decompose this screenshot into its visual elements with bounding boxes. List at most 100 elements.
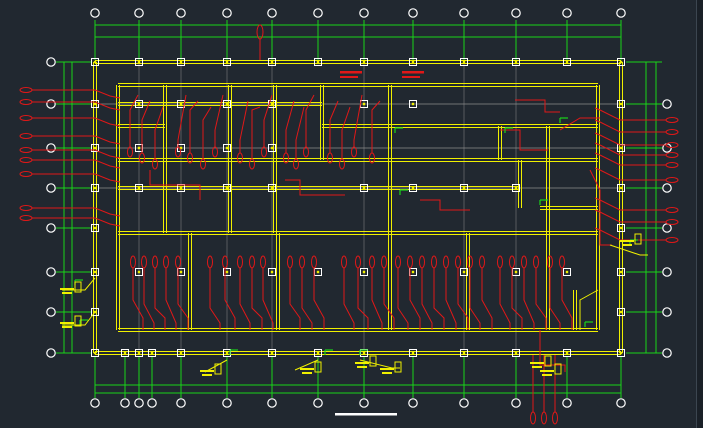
rebar-tag bbox=[407, 255, 413, 269]
column-marker bbox=[177, 349, 185, 357]
column-marker bbox=[268, 100, 276, 108]
rebar-tag bbox=[665, 177, 679, 183]
axis-bubble bbox=[147, 398, 157, 408]
rebar-leader bbox=[535, 268, 547, 330]
rebar-tag bbox=[293, 158, 299, 170]
rebar-leader bbox=[433, 268, 445, 330]
axis-bubble bbox=[134, 8, 144, 18]
column-core bbox=[225, 60, 229, 64]
column-core bbox=[225, 146, 229, 150]
axis-bubble bbox=[267, 398, 277, 408]
column-core bbox=[411, 60, 415, 64]
rebar-tag bbox=[311, 255, 317, 269]
column-marker bbox=[617, 349, 625, 357]
rebar-leader bbox=[594, 132, 666, 146]
rebar-leader bbox=[214, 94, 224, 147]
column-core bbox=[462, 60, 466, 64]
column-marker bbox=[360, 58, 368, 66]
rebar-leader bbox=[154, 268, 166, 330]
axis-bubble bbox=[562, 8, 572, 18]
rebar-tag bbox=[212, 146, 218, 158]
rebar-leader bbox=[285, 100, 295, 153]
rebar-leader bbox=[295, 106, 305, 159]
column-marker bbox=[91, 308, 99, 316]
column-marker bbox=[91, 58, 99, 66]
column-core bbox=[462, 270, 466, 274]
annotation-symbol bbox=[544, 355, 552, 367]
column-marker bbox=[91, 144, 99, 152]
column-core bbox=[462, 186, 466, 190]
rebar-tag bbox=[479, 255, 485, 269]
column-core bbox=[137, 60, 141, 64]
axis-bubble bbox=[46, 143, 56, 153]
column-core bbox=[362, 60, 366, 64]
rebar-leader bbox=[251, 268, 263, 330]
column-marker bbox=[223, 58, 231, 66]
column-core bbox=[93, 270, 97, 274]
column-core bbox=[411, 351, 415, 355]
annotation-leader bbox=[359, 359, 400, 369]
rebar-leader bbox=[559, 117, 600, 131]
annotations bbox=[60, 233, 648, 376]
rebar-tag bbox=[19, 205, 33, 211]
rebar-tag bbox=[541, 411, 547, 425]
column-core bbox=[225, 102, 229, 106]
column-marker bbox=[268, 268, 276, 276]
rebar-tag bbox=[665, 162, 679, 168]
rebar-tag bbox=[533, 255, 539, 269]
rebar-label-mark bbox=[402, 71, 424, 74]
annotation-leader bbox=[204, 359, 228, 373]
axis-bubble bbox=[662, 307, 672, 317]
column-marker bbox=[512, 349, 520, 357]
rebar-leader bbox=[371, 100, 381, 153]
rebar-tag bbox=[19, 99, 33, 105]
rebar-leader bbox=[329, 100, 339, 153]
rebar-leader bbox=[500, 129, 548, 151]
rebar-leader bbox=[499, 268, 511, 330]
rebar-tag bbox=[249, 158, 255, 170]
rebar-tag bbox=[665, 152, 679, 158]
rebar-tag bbox=[152, 255, 158, 269]
column-marker bbox=[314, 349, 322, 357]
column-core bbox=[225, 270, 229, 274]
rebar-tag bbox=[19, 215, 33, 221]
column-marker bbox=[512, 184, 520, 192]
rebar-leader bbox=[129, 94, 139, 147]
column-marker bbox=[563, 349, 571, 357]
rebar-tag bbox=[303, 146, 309, 158]
axis-bubble bbox=[46, 307, 56, 317]
column-marker bbox=[409, 100, 417, 108]
axis-bubble bbox=[359, 8, 369, 18]
column-marker bbox=[409, 349, 417, 357]
rebar-leader bbox=[285, 179, 345, 196]
column-core bbox=[514, 351, 518, 355]
column-core bbox=[619, 102, 623, 106]
column-marker bbox=[563, 58, 571, 66]
rebar-leader bbox=[239, 100, 249, 153]
column-marker bbox=[91, 349, 99, 357]
column-core bbox=[179, 186, 183, 190]
annotation-symbol bbox=[214, 363, 222, 375]
axis-bubble bbox=[313, 398, 323, 408]
axis-bubble bbox=[176, 8, 186, 18]
rebar-leader bbox=[383, 268, 395, 330]
annotation-mark bbox=[530, 362, 544, 364]
annotation-symbol bbox=[394, 361, 402, 373]
column-markers bbox=[91, 58, 625, 357]
rebar-leader bbox=[189, 100, 199, 153]
axis-bubble bbox=[408, 8, 418, 18]
rebar-tag bbox=[665, 237, 679, 243]
axis-grid bbox=[56, 20, 662, 398]
rebar-tag bbox=[509, 255, 515, 269]
rebar-tag bbox=[665, 142, 679, 148]
annotation-mark bbox=[300, 368, 314, 370]
rebar-tag bbox=[19, 157, 33, 163]
annotation-mark bbox=[357, 366, 367, 368]
rebar-label-mark bbox=[402, 76, 420, 78]
column-core bbox=[619, 186, 623, 190]
column-marker bbox=[223, 184, 231, 192]
annotation-mark bbox=[382, 372, 392, 374]
column-core bbox=[93, 60, 97, 64]
